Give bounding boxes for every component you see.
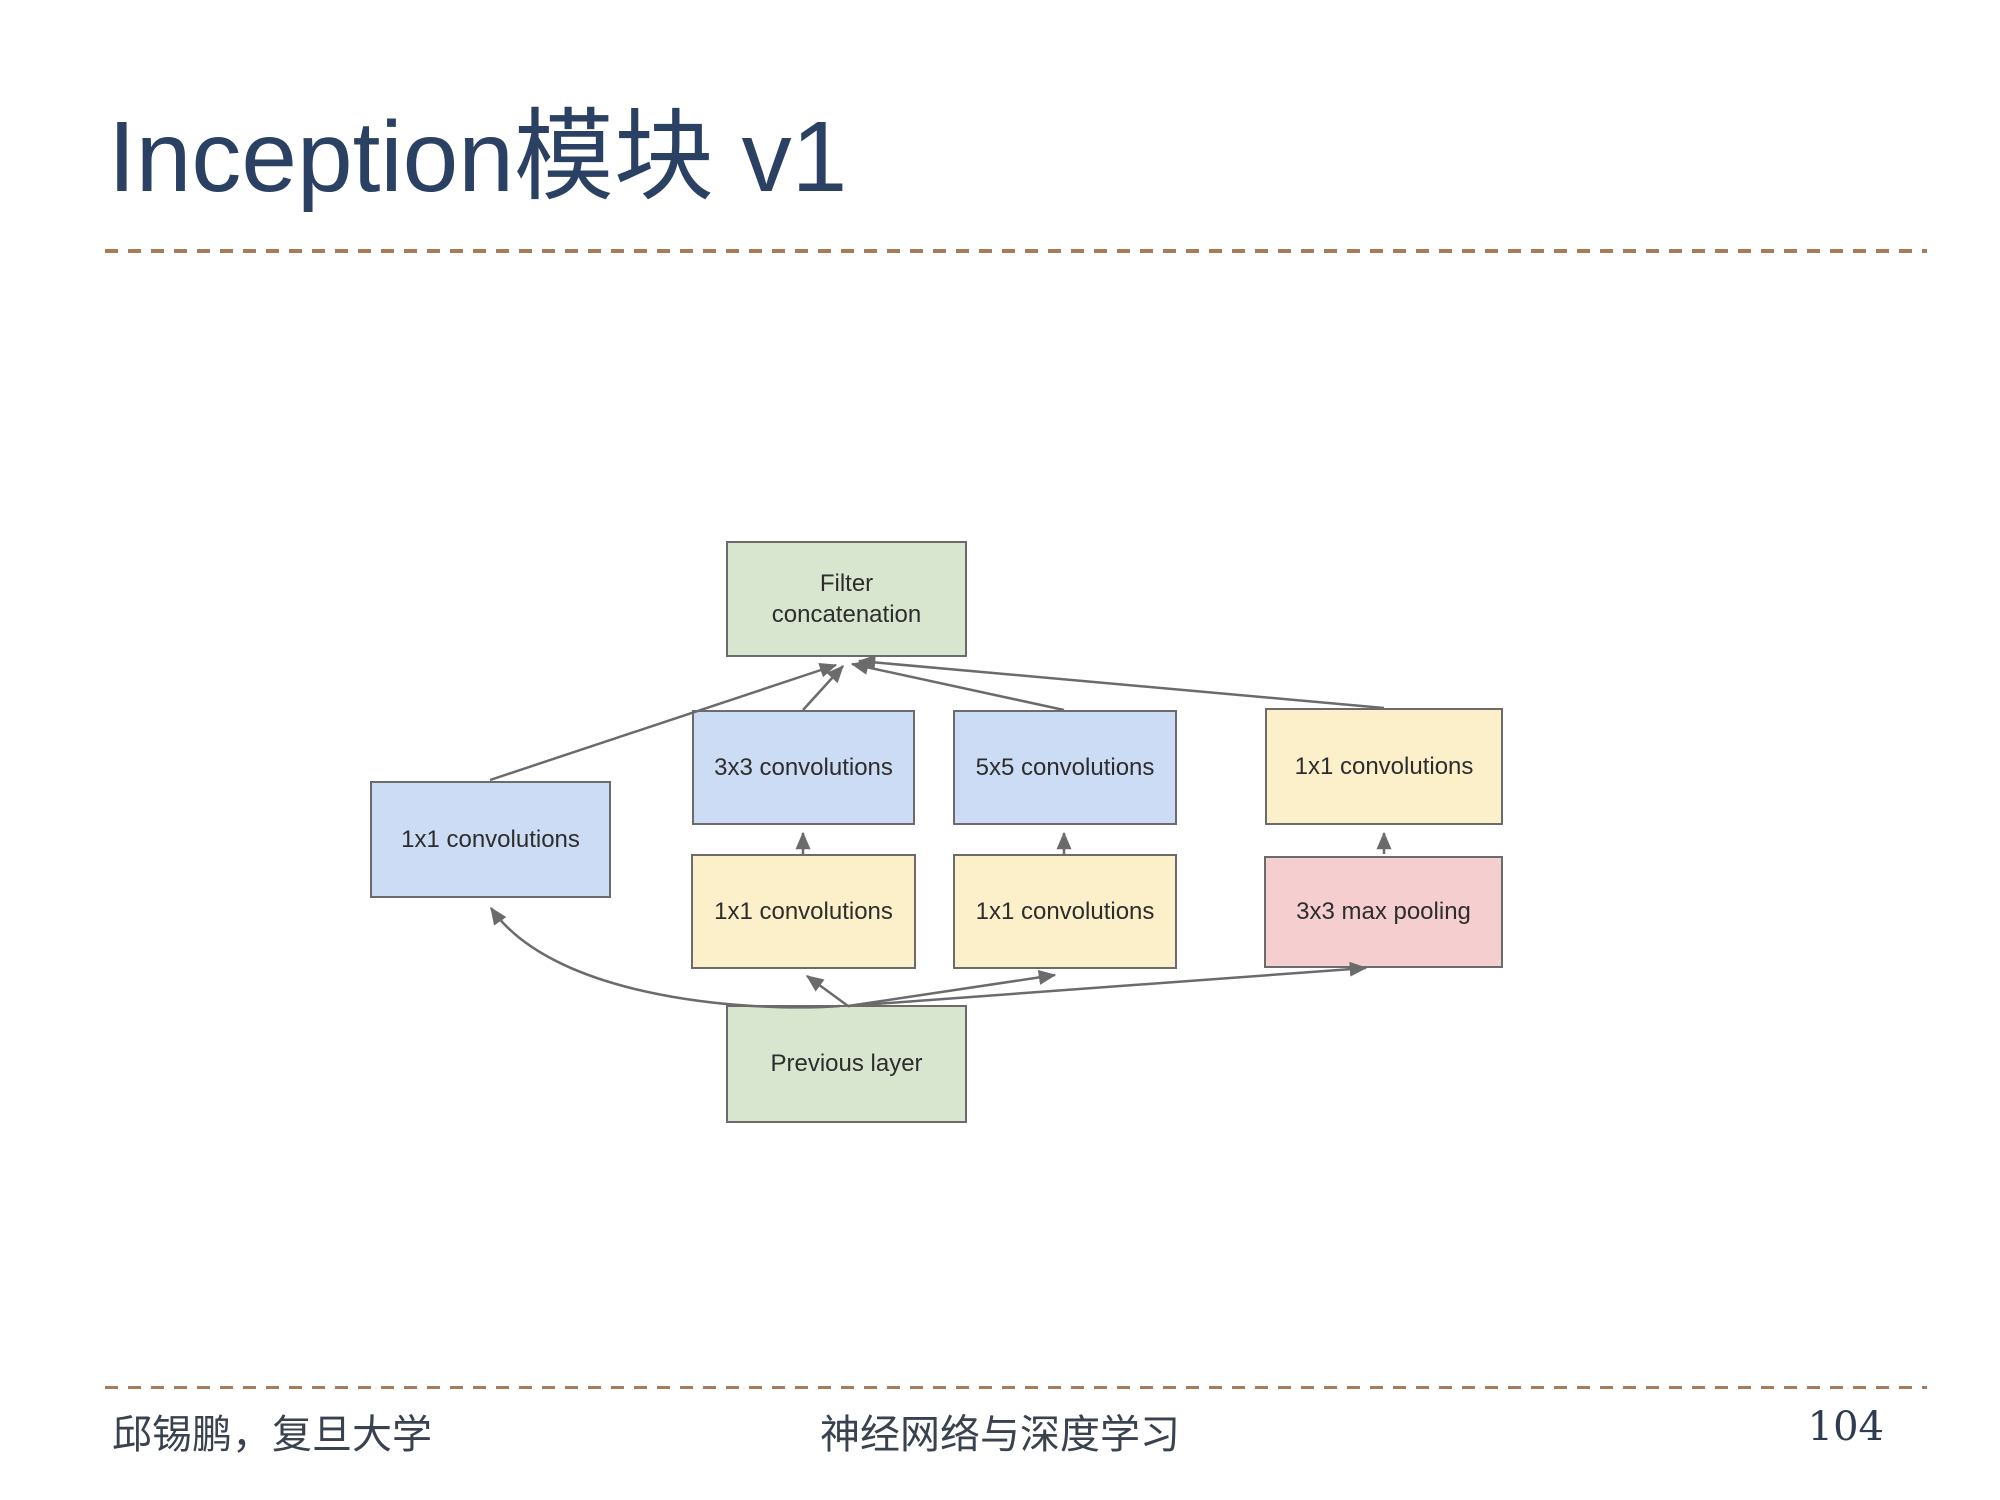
arrow-5x5-to-concat xyxy=(850,660,1065,712)
node-previous-layer: Previous layer xyxy=(726,1005,967,1123)
arrow-prev-to-pool xyxy=(847,961,1368,1008)
footer-course-title: 神经网络与深度学习 xyxy=(820,1412,1180,1458)
title-divider xyxy=(105,249,1927,253)
node-3x3-convolutions: 3x3 convolutions xyxy=(692,710,915,825)
node-3x3-max-pooling: 3x3 max pooling xyxy=(1264,856,1503,968)
page-number: 104 xyxy=(1807,1404,1884,1450)
arrow-prev-to-reduce5 xyxy=(847,969,1057,1008)
arrow-prev-to-reduce3 xyxy=(805,974,849,1008)
arrow-1x1pool-to-concat xyxy=(857,654,1385,710)
node-5x5-convolutions: 5x5 convolutions xyxy=(953,710,1177,825)
arrow-3x3-to-concat xyxy=(802,665,844,711)
node-1x1-convolutions-reduce-5x5: 1x1 convolutions xyxy=(953,854,1177,969)
node-1x1-convolutions-after-pool: 1x1 convolutions xyxy=(1265,708,1503,825)
node-filter-concatenation: Filter concatenation xyxy=(726,541,967,657)
footer-author: 邱锡鹏，复旦大学 xyxy=(112,1412,432,1458)
node-1x1-convolutions-direct: 1x1 convolutions xyxy=(370,781,611,898)
page-title: Inception模块 v1 xyxy=(108,101,848,213)
node-1x1-convolutions-reduce-3x3: 1x1 convolutions xyxy=(691,854,916,969)
footer-divider xyxy=(105,1386,1927,1389)
